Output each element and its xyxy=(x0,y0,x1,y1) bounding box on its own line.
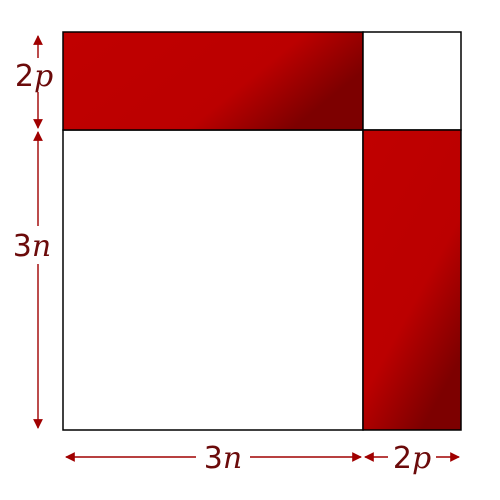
label-top-var: p xyxy=(34,59,53,94)
small-square-region xyxy=(362,31,462,131)
big-square-region xyxy=(62,129,364,431)
label-bottom-left-var: n xyxy=(223,441,242,476)
label-left-side: 3n xyxy=(13,229,51,264)
label-left-coef: 3 xyxy=(13,229,32,264)
label-bottom-left: 3n xyxy=(204,441,242,476)
label-bottom-right: 2p xyxy=(393,441,431,476)
label-top-side: 2p xyxy=(15,59,53,94)
label-bg-left xyxy=(6,226,58,264)
top-red-rectangle xyxy=(62,31,364,131)
label-bg-top xyxy=(8,58,60,92)
right-red-rectangle xyxy=(362,129,462,431)
label-bg-bottom-right xyxy=(388,440,436,476)
label-bg-bottom-left xyxy=(196,440,250,476)
label-top-coef: 2 xyxy=(15,59,34,94)
label-bottom-left-coef: 3 xyxy=(204,441,223,476)
label-left-var: n xyxy=(32,229,51,264)
label-bottom-right-coef: 2 xyxy=(393,441,412,476)
label-bottom-right-var: p xyxy=(412,441,431,476)
